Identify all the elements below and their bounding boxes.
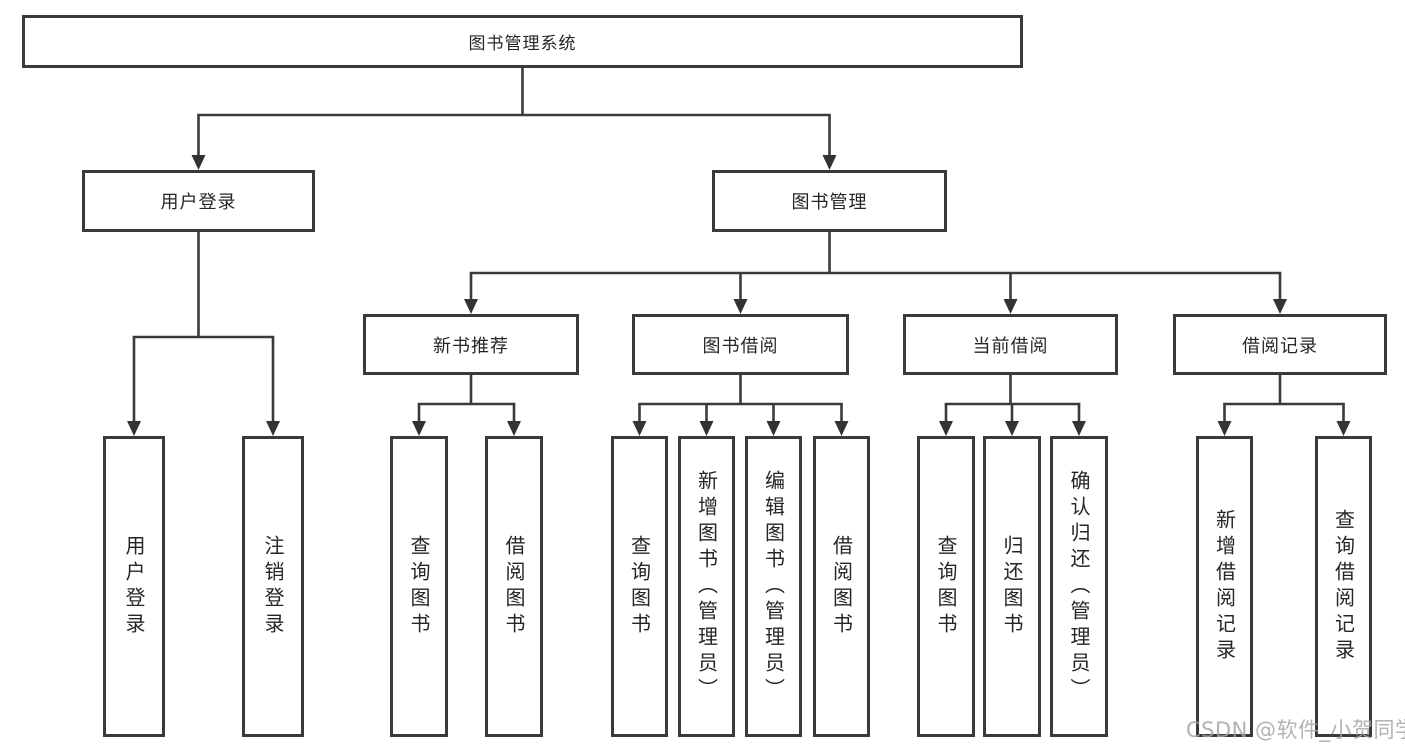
edge-new-book-recommend-to-leaves	[412, 375, 521, 436]
leaf-query-books-borrowing: 查询图书	[611, 436, 668, 737]
edge-root-to-level2	[191, 68, 837, 170]
node-library-management-system: 图书管理系统	[22, 15, 1023, 68]
edge-user-login-to-leaves	[127, 232, 280, 436]
edge-borrowing-records-to-leaves	[1217, 375, 1351, 436]
node-borrowing-records: 借阅记录	[1173, 314, 1387, 375]
node-user-login: 用户登录	[82, 170, 315, 232]
node-new-book-recommend: 新书推荐	[363, 314, 579, 375]
leaf-borrow-books-recommend: 借阅图书	[485, 436, 543, 737]
leaf-query-books-recommend: 查询图书	[390, 436, 448, 737]
leaf-logout: 注销登录	[242, 436, 304, 737]
edge-book-borrowing-to-leaves	[632, 375, 849, 436]
node-current-borrowing: 当前借阅	[903, 314, 1118, 375]
leaf-query-borrow-record: 查询借阅记录	[1315, 436, 1372, 737]
leaf-return-books: 归还图书	[983, 436, 1041, 737]
edge-current-borrowing-to-leaves	[939, 375, 1086, 436]
node-book-borrowing: 图书借阅	[632, 314, 849, 375]
node-book-management: 图书管理	[712, 170, 947, 232]
edge-book-management-to-level3	[464, 232, 1287, 314]
leaf-user-login: 用户登录	[103, 436, 165, 737]
leaf-borrow-books-borrowing: 借阅图书	[813, 436, 870, 737]
csdn-watermark: CSDN @软件_小贺同学	[1186, 718, 1405, 742]
leaf-add-borrow-record: 新增借阅记录	[1196, 436, 1253, 737]
leaf-confirm-return-admin: 确认归还（管理员）	[1050, 436, 1108, 737]
leaf-add-books-admin: 新增图书（管理员）	[678, 436, 735, 737]
leaf-edit-books-admin: 编辑图书（管理员）	[745, 436, 802, 737]
leaf-query-books-current: 查询图书	[917, 436, 975, 737]
